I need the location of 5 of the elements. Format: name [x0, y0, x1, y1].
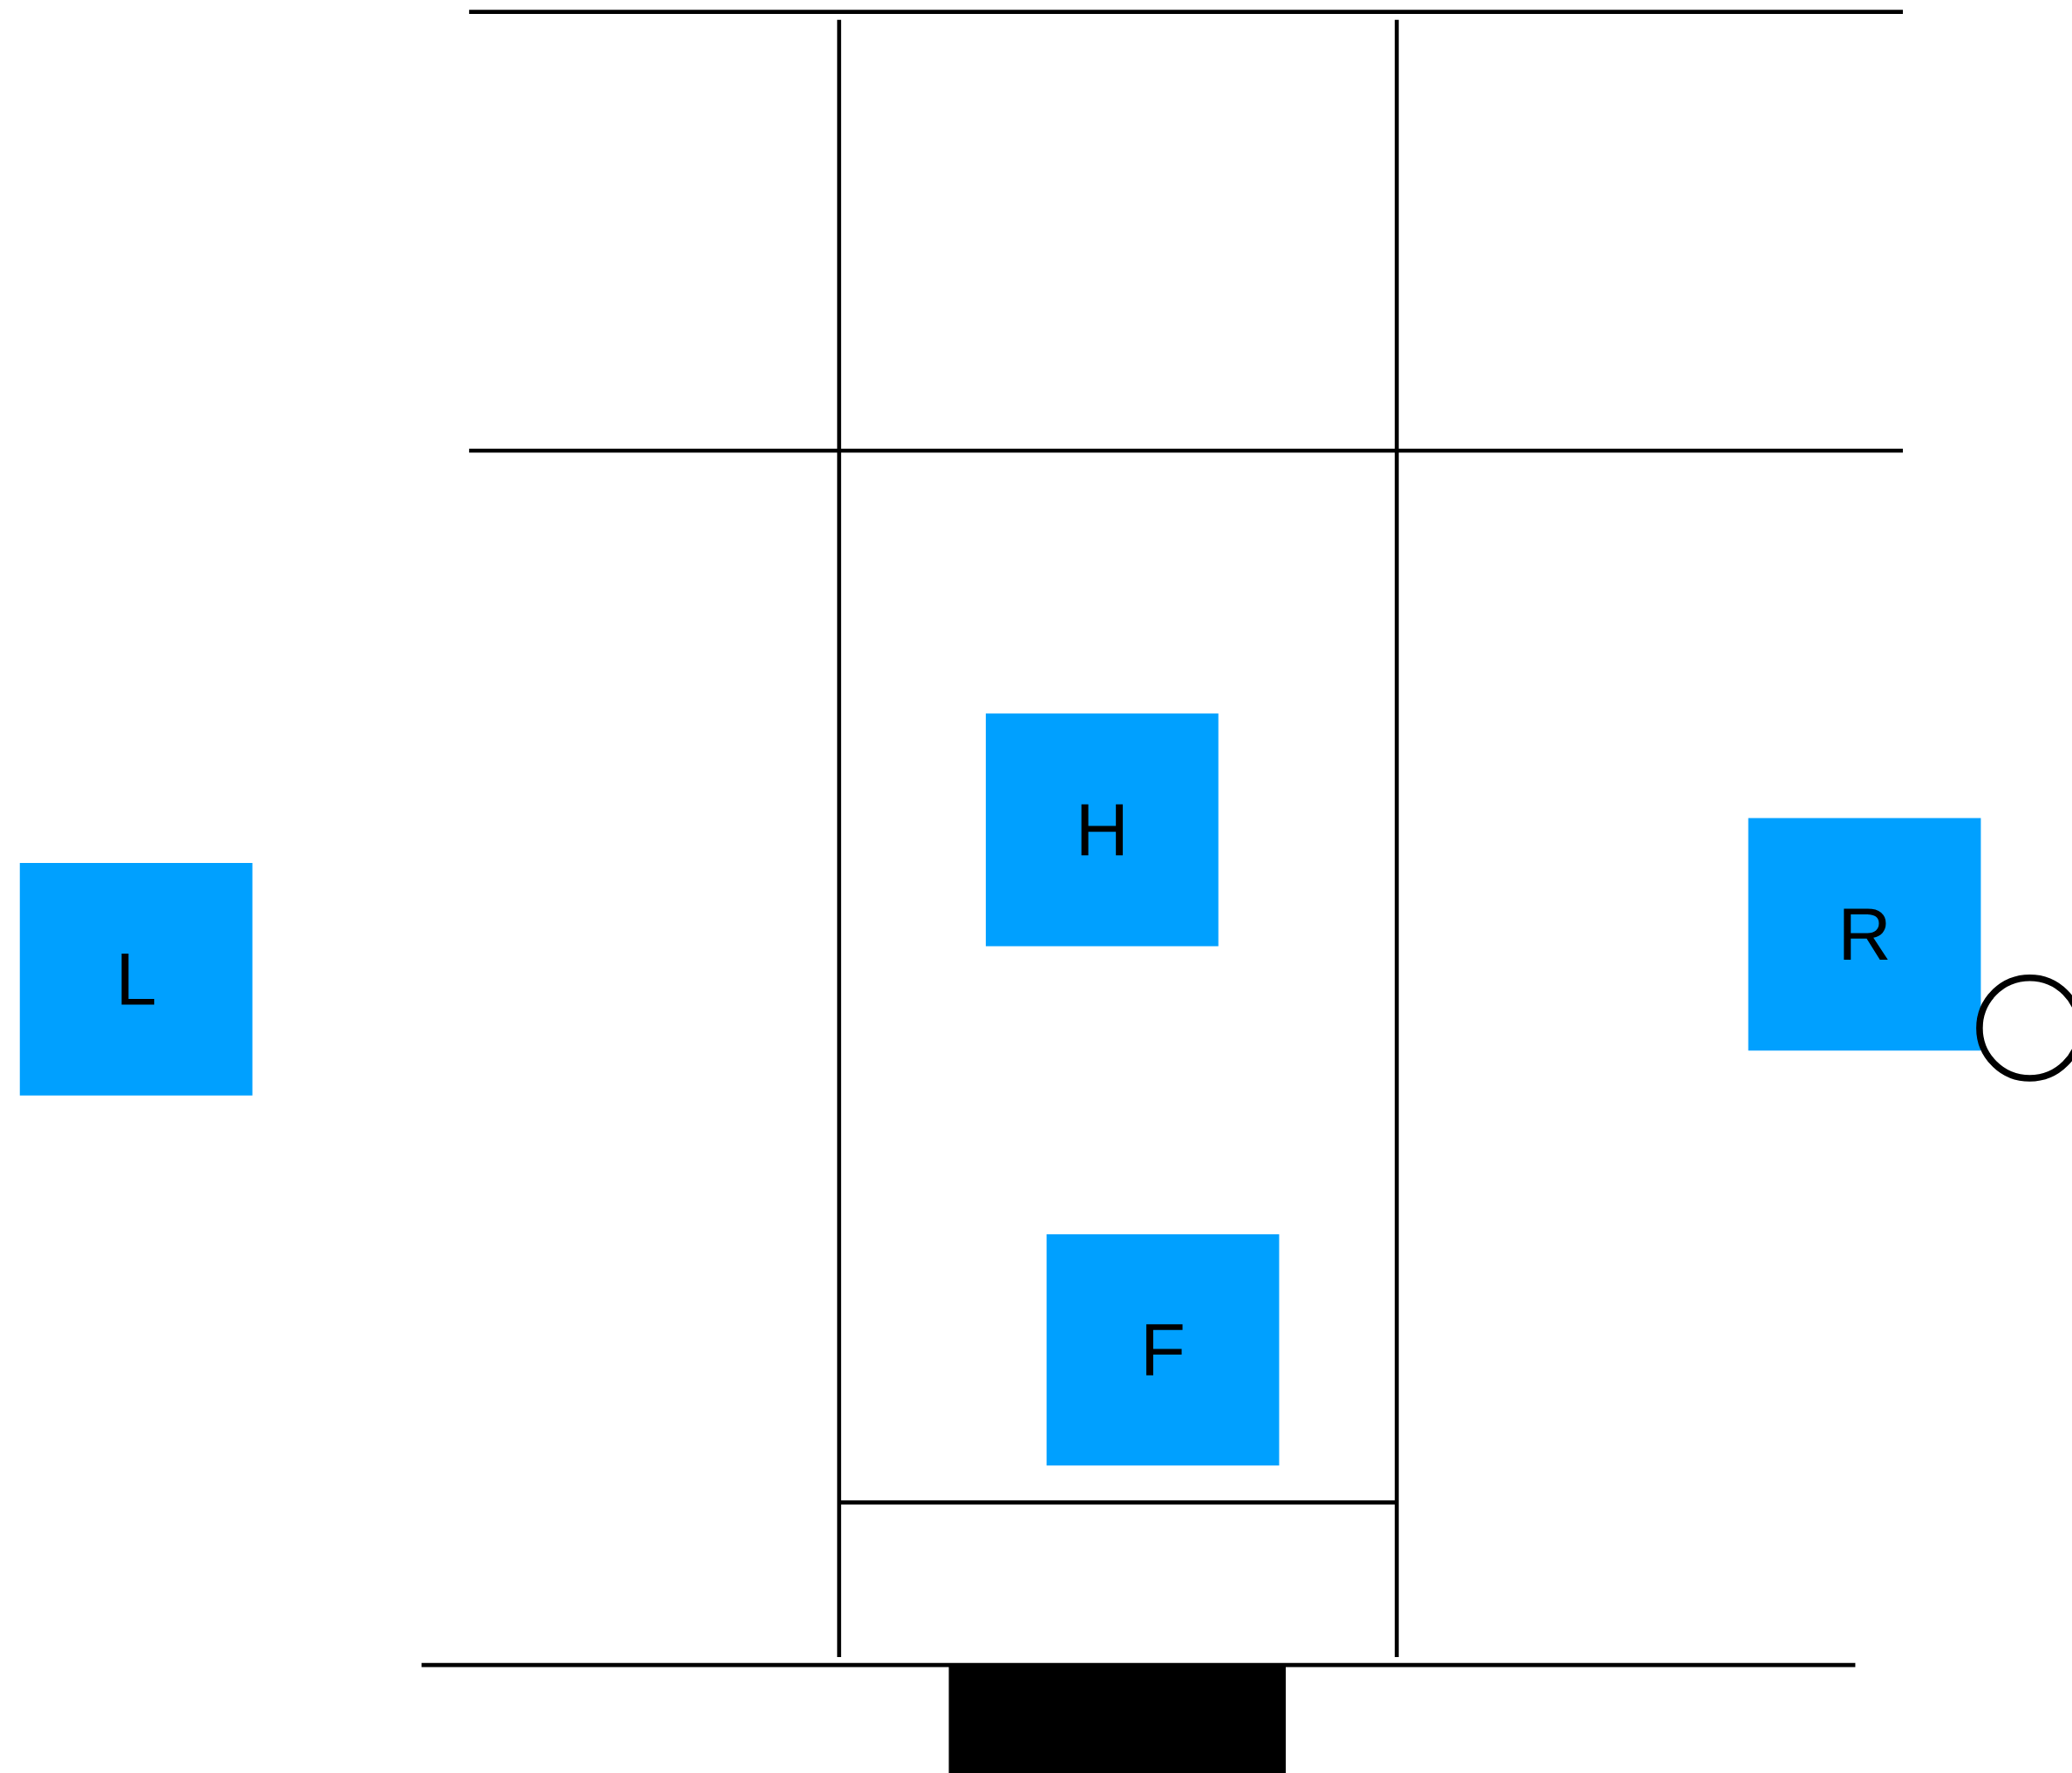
player-box: R	[1748, 818, 1981, 1050]
player-box: F	[1046, 1233, 1280, 1465]
base-block	[948, 1666, 1287, 1773]
player-box: H	[985, 713, 1219, 947]
player-box: L	[19, 862, 253, 1096]
